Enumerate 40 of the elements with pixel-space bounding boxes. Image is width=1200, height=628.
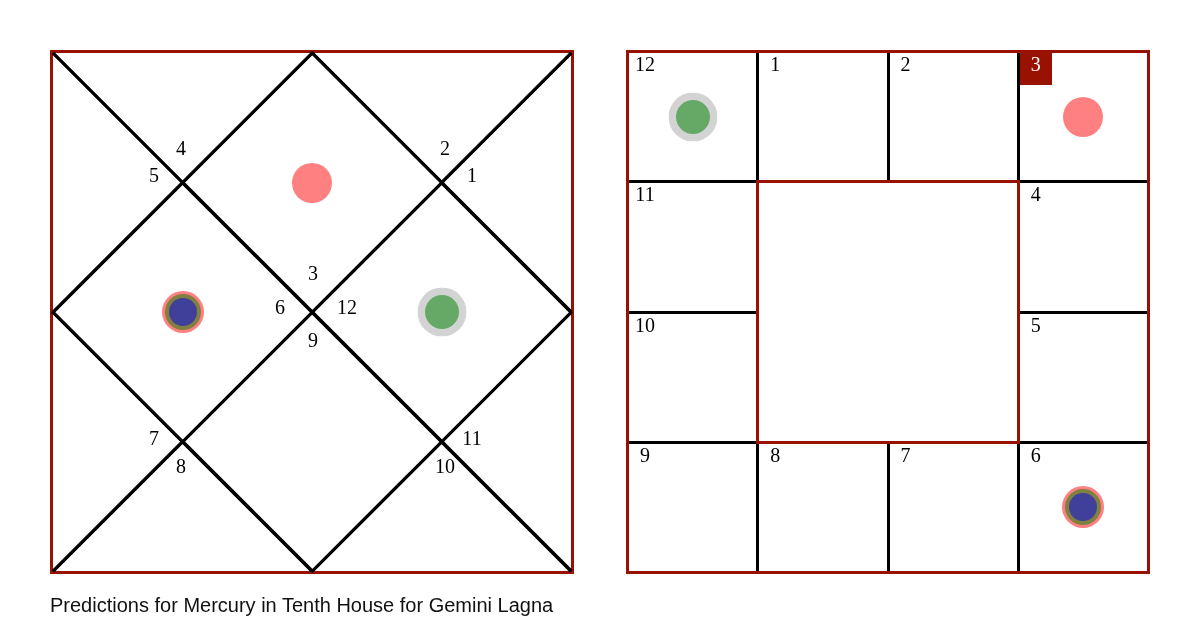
house-cell (629, 443, 757, 571)
house-number: 11 (462, 428, 482, 448)
house-number: 2 (900, 54, 911, 74)
house-cell (759, 443, 887, 571)
house-cell (1019, 183, 1147, 311)
center-square (759, 183, 1017, 441)
house-number: 3 (308, 263, 318, 283)
house-number: 9 (640, 444, 650, 465)
house-number: 8 (770, 444, 781, 465)
house-cell (889, 53, 1017, 181)
house-number: 6 (1030, 444, 1041, 465)
house-cell (629, 313, 757, 441)
house-number: 4 (176, 138, 186, 158)
house-cell (1019, 53, 1147, 181)
house-number: 5 (149, 165, 159, 185)
house-number: 10 (435, 456, 455, 476)
house-number: 8 (176, 456, 186, 476)
house-cell (889, 443, 1017, 571)
house-number: 2 (440, 138, 450, 158)
house-number: 11 (635, 184, 655, 205)
house-cell (759, 53, 887, 181)
house-cell (629, 53, 757, 181)
house-number: 4 (1030, 184, 1041, 205)
chart-frame (50, 50, 574, 574)
house-number: 5 (1030, 314, 1041, 335)
number-badge: 3 (1019, 53, 1052, 85)
house-number: 10 (635, 314, 655, 335)
house-number: 9 (308, 330, 318, 350)
house-number: 12 (635, 54, 655, 74)
chart-frame (626, 50, 1150, 574)
house-number: 6 (275, 297, 285, 317)
house-cell (1019, 443, 1147, 571)
house-cell (1019, 313, 1147, 441)
caption: Predictions for Mercury in Tenth House for Gemini Lagna (50, 593, 554, 617)
house-number: 1 (467, 165, 477, 185)
house-number: 7 (900, 444, 911, 465)
house-number: 7 (149, 428, 159, 448)
house-cell (629, 183, 757, 311)
house-number: 1 (770, 54, 781, 74)
house-number: 12 (337, 297, 357, 317)
